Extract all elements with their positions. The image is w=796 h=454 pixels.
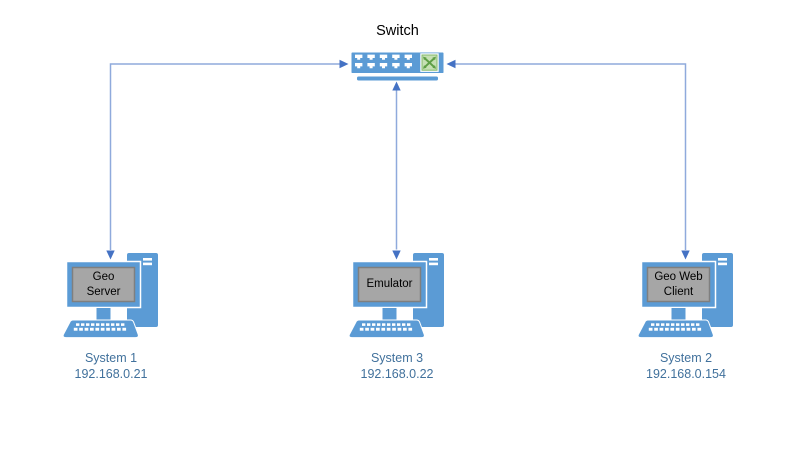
computer-caption: System 1 192.168.0.21 (31, 350, 191, 382)
screen-label: Geo Server (86, 271, 121, 298)
system-name: System 3 (370, 351, 424, 365)
screen-label: Emulator (366, 278, 413, 291)
connector-switch-system1-arrowheads (106, 59, 349, 260)
arrowhead-down-icon (106, 250, 115, 260)
switch-label: Switch (376, 23, 419, 39)
arrowhead-down-icon (681, 250, 690, 260)
arrowhead-right-icon (339, 59, 349, 69)
connector-switch-system3-arrowheads (392, 81, 401, 260)
switch-base-bar (357, 76, 438, 81)
ip-address: 192.168.0.154 (646, 367, 726, 381)
arrowhead-left-icon (446, 59, 456, 69)
arrowhead-up-icon (392, 81, 401, 91)
computer-node-system3: Emulator (349, 253, 444, 340)
computer-node-system2: Geo Web Client (638, 253, 733, 340)
computer-node-system1: Geo Server (63, 253, 158, 340)
network-switch-icon (350, 51, 445, 81)
computer-caption: System 2 192.168.0.154 (606, 350, 766, 382)
arrowhead-down-icon (392, 250, 401, 260)
screen-label: Geo Web Client (654, 271, 703, 298)
computer-caption: System 3 192.168.0.22 (317, 350, 477, 382)
switch-node (350, 51, 445, 81)
crossover-arrows-icon (420, 53, 439, 72)
system-name: System 2 (659, 351, 713, 365)
connector-switch-system2-arrowheads (446, 59, 690, 260)
connector-switch-system1 (109, 63, 340, 250)
ip-address: 192.168.0.21 (74, 367, 148, 381)
ip-address: 192.168.0.22 (360, 367, 434, 381)
connector-switch-system2 (455, 63, 687, 250)
system-name: System 1 (84, 351, 138, 365)
